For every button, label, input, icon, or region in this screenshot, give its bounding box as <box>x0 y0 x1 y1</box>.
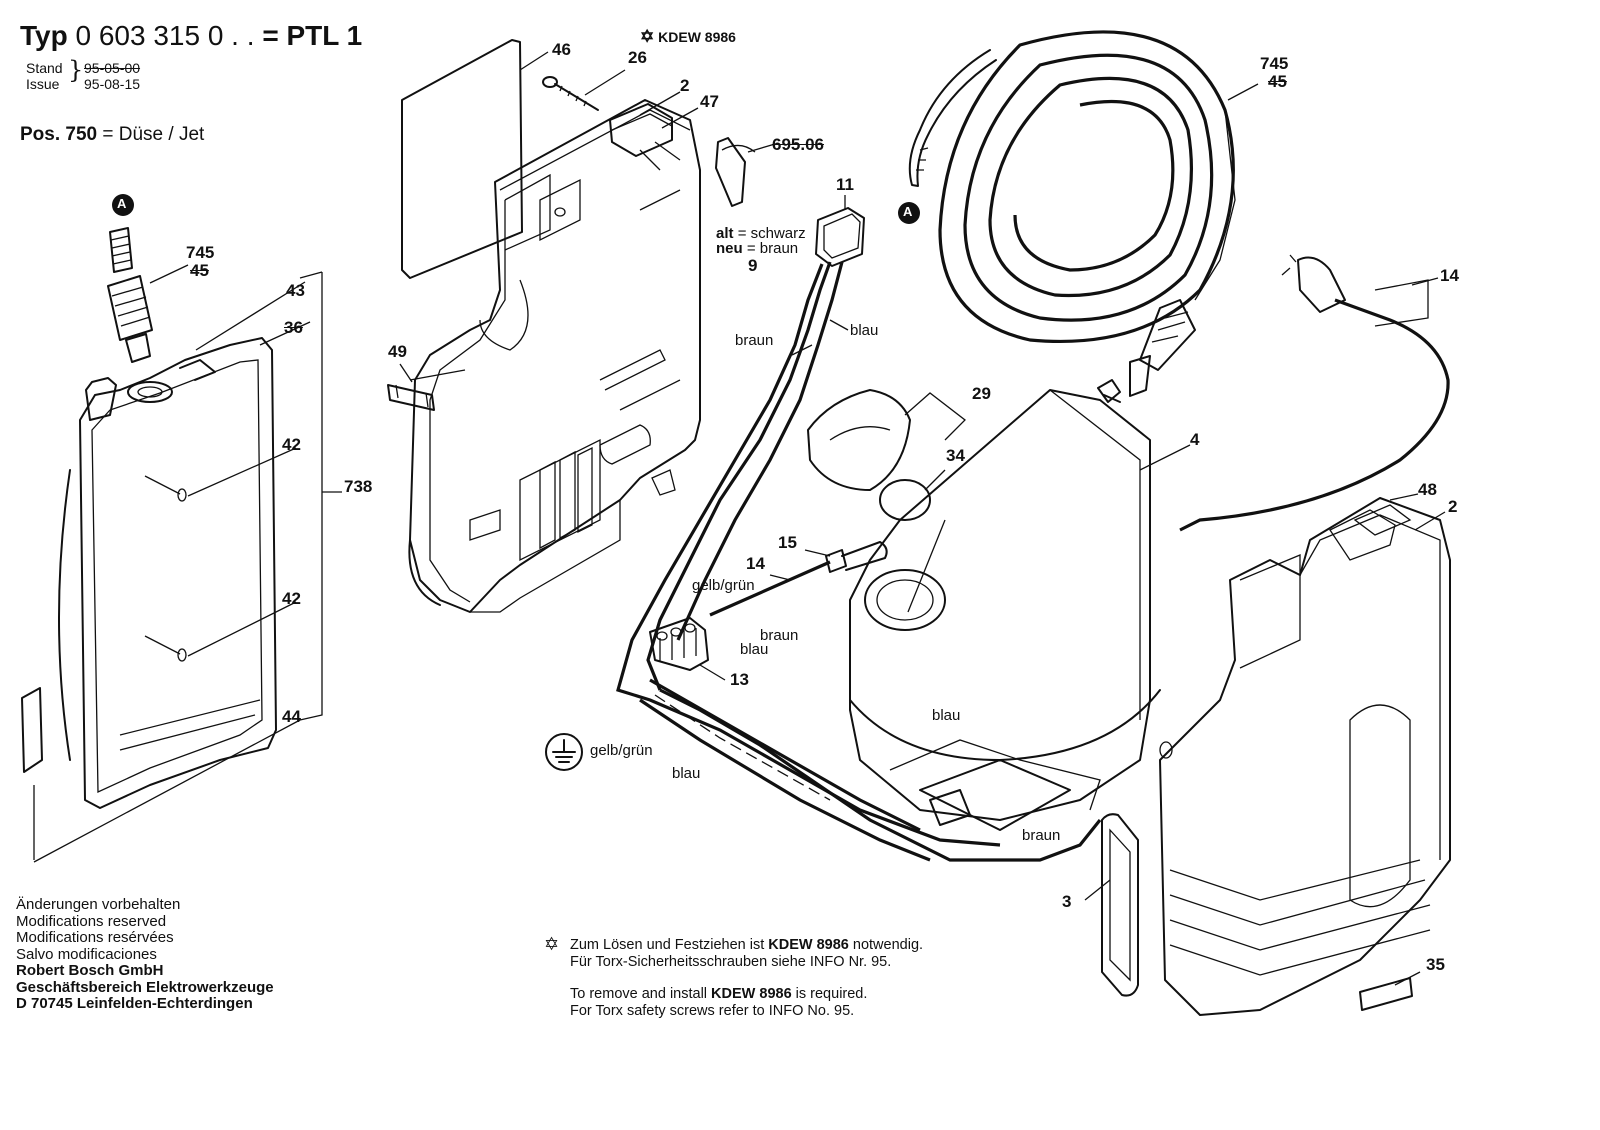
footnote-de-line-1: Zum Lösen und Festziehen ist KDEW 8986 n… <box>570 937 924 953</box>
callout-48: 48 <box>1418 480 1437 499</box>
water-tank-part <box>21 337 277 860</box>
footnote-star-icon: ✡ <box>544 934 560 954</box>
wire-label-gelbgruen-1: gelb/grün <box>692 577 755 594</box>
callout-47: 47 <box>700 92 719 111</box>
disclaimer-line-es: Salvo modificaciones <box>16 945 157 963</box>
label-sticker-part <box>401 39 549 279</box>
position-note: Pos. 750 = Düse / Jet <box>20 124 204 146</box>
hose-coil-part <box>908 30 1259 397</box>
tool-code: KDEW 8986 <box>658 29 736 45</box>
callout-695: 695.06 <box>772 135 824 154</box>
footnote-block: Zum Lösen und Festziehen ist KDEW 8986 n… <box>570 937 923 1020</box>
wire-color-new: neu = braun <box>716 240 798 257</box>
issue-date: 95-08-15 <box>84 76 141 92</box>
callout-4: 4 <box>1190 430 1200 449</box>
callout-2-right: 2 <box>1448 497 1458 516</box>
callout-745-left: 745 <box>186 243 215 262</box>
wire-label-blau-2: blau <box>740 641 769 658</box>
position-note-text: = Düse / Jet <box>102 124 205 145</box>
callout-44: 44 <box>282 707 301 726</box>
callout-29: 29 <box>972 384 991 403</box>
disclaimer-line-de: Änderungen vorbehalten <box>16 896 181 913</box>
callout-745-top: 745 <box>1260 54 1289 73</box>
wire-color-old: alt = schwarz <box>716 225 806 242</box>
mains-cable-part <box>709 541 888 617</box>
callout-36: 36 <box>284 318 303 337</box>
tool-reference: ✡ KDEW 8986 <box>640 27 736 47</box>
container-part <box>807 379 1191 831</box>
type-label: Typ <box>20 20 68 51</box>
hose-end-left <box>107 227 189 363</box>
callout-43: 43 <box>286 281 305 300</box>
wiring <box>616 261 1102 862</box>
callout-3: 3 <box>1062 892 1072 911</box>
brace: } <box>68 56 84 84</box>
marker-a-left-label: A <box>117 196 127 211</box>
callout-34: 34 <box>946 446 965 465</box>
footnote-de-line-2: Für Torx-Sicherheitsschrauben siehe INFO… <box>570 954 892 970</box>
callout-738: 738 <box>344 477 373 496</box>
callout-42-b: 42 <box>282 589 301 608</box>
marker-a-left <box>112 194 134 216</box>
type-number: 0 603 315 0 . . <box>75 20 255 51</box>
model-name: = PTL 1 <box>262 20 363 51</box>
callout-42-a: 42 <box>282 435 301 454</box>
wire-label-braun-1: braun <box>735 332 774 349</box>
callout-14-plug: 14 <box>1440 266 1459 285</box>
company-address: D 70745 Leinfelden-Echterdingen <box>16 995 253 1012</box>
disclaimer-line-en: Modifications reserved <box>16 912 167 930</box>
wire-label-braun-2: braun <box>760 627 799 644</box>
disclaimer-line-fr: Modifications resérvées <box>16 929 174 946</box>
terminal-block-part <box>649 617 726 681</box>
marker-a-right-label: A <box>903 204 913 219</box>
callout-2-top: 2 <box>680 76 690 95</box>
callout-45-top: 45 <box>1268 72 1287 91</box>
switch-part <box>815 195 865 267</box>
star-icon: ✡ <box>640 27 655 46</box>
company-name: Robert Bosch GmbH <box>16 962 164 979</box>
callout-11: 11 <box>836 175 854 194</box>
wire-label-blau-3: blau <box>672 765 701 782</box>
footnote-en-line-2: For Torx safety screws refer to INFO No.… <box>570 1003 855 1019</box>
callout-45-left: 45 <box>190 261 209 280</box>
housing-shell-part <box>1159 493 1451 1016</box>
wire-new-label: neu <box>716 240 743 257</box>
disclaimer-block: Änderungen vorbehalten Modifications res… <box>16 896 274 1013</box>
wire-label-gelbgruen-2: gelb/grün <box>590 742 653 759</box>
issue-label: Issue <box>26 76 60 92</box>
wire-old-label: alt <box>716 225 734 242</box>
callout-46: 46 <box>552 40 571 59</box>
wire-old-color: = schwarz <box>737 225 806 242</box>
clip-part <box>715 137 776 207</box>
callout-35: 35 <box>1426 955 1445 974</box>
marker-a-right <box>898 202 920 224</box>
ground-symbol <box>545 733 583 771</box>
callout-26: 26 <box>628 48 647 67</box>
tank-assembly-bracket <box>33 271 342 863</box>
wire-label-blau-4: blau <box>932 707 961 724</box>
stand-date: 95-05-00 <box>84 60 141 76</box>
housing-half-part <box>387 69 701 613</box>
footnote-en-line-1: To remove and install KDEW 8986 is requi… <box>570 986 868 1002</box>
callout-49: 49 <box>388 342 407 361</box>
callout-9: 9 <box>748 256 758 275</box>
callout-14-cable: 14 <box>746 554 765 573</box>
mains-plug-part <box>1179 254 1450 532</box>
wire-new-color: = braun <box>746 240 799 257</box>
callout-13: 13 <box>730 670 749 689</box>
stand-label: Stand <box>26 60 63 76</box>
sight-window-part <box>1084 813 1139 997</box>
wire-label-blau-1: blau <box>850 322 879 339</box>
callout-15: 15 <box>778 533 797 552</box>
wire-label-braun-3: braun <box>1022 827 1061 844</box>
position-note-number: Pos. 750 <box>20 124 98 145</box>
company-division: Geschäftsbereich Elektrowerkzeuge <box>16 978 274 996</box>
type-heading: Typ 0 603 315 0 . . = PTL 1 <box>20 20 362 52</box>
